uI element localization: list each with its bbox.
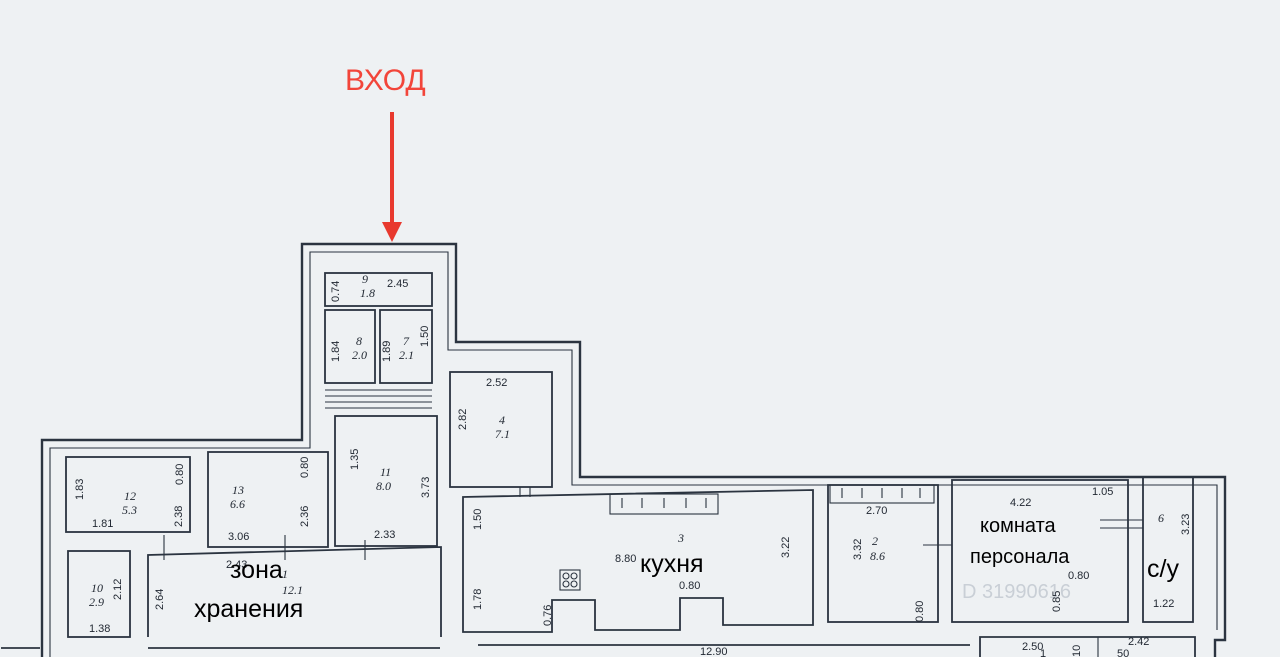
dim-label: 4.22 [1010, 497, 1031, 509]
room-12-area: 5.3 [122, 503, 137, 517]
staff-room-label-line2: персонала [970, 546, 1070, 568]
dim-label: 1.50 [419, 326, 431, 347]
dim-label: 12.90 [700, 646, 728, 657]
room-9-outline [324, 272, 433, 307]
dim-label: 3.73 [420, 477, 432, 498]
room-1-outline [147, 546, 442, 637]
room-12-number: 12 [124, 489, 136, 503]
room-2-number: 2 [872, 534, 878, 548]
dim-label: 2.52 [486, 377, 507, 389]
room-8-outline [324, 309, 376, 384]
entry-label: ВХОД [345, 64, 426, 97]
radiator-room-2 [829, 484, 935, 504]
watermark: D 31990616 [962, 581, 1071, 603]
dim-label: 2.50 [1022, 641, 1043, 653]
room-9-area: 1.8 [360, 286, 375, 300]
dim-label: 0.80 [914, 601, 926, 622]
room-13-number: 13 [232, 483, 244, 497]
dim-label: 2.45 [387, 278, 408, 290]
dim-label: 2.43 [226, 559, 247, 571]
dim-label: 1.35 [349, 449, 361, 470]
outer-wall [40, 242, 1227, 657]
room-1-area: 12.1 [282, 583, 303, 597]
stove-burner [562, 572, 570, 580]
dim-label: 0.80 [1068, 570, 1089, 582]
room-9-number: 9 [362, 272, 368, 286]
wc-label: с/у [1147, 555, 1179, 583]
dim-label: 1 [1040, 648, 1046, 657]
room-13-area: 6.6 [230, 497, 245, 511]
bottom-room-outline [979, 636, 1196, 657]
room-11-area: 8.0 [376, 479, 391, 493]
room-12-outline [65, 456, 191, 533]
dim-label: 0.76 [542, 605, 554, 626]
dim-label: 1.22 [1153, 598, 1174, 610]
staff-room-label-line1: комната [980, 515, 1057, 537]
dim-label: 0.80 [174, 464, 186, 485]
room-2-area: 8.6 [870, 549, 885, 563]
room-4-area: 7.1 [495, 427, 510, 441]
kitchen-label: кухня [640, 550, 704, 578]
dim-label: 2.33 [374, 529, 395, 541]
room-6-number: 6 [1158, 511, 1164, 525]
dim-label: 2.64 [154, 589, 166, 610]
dim-label: 10 [1071, 645, 1083, 657]
dim-label: 1.89 [381, 341, 393, 362]
radiator-kitchen [609, 493, 719, 515]
dim-label: 1.05 [1092, 486, 1113, 498]
wc-outline [1142, 476, 1194, 623]
dim-label: 8.80 [615, 553, 636, 565]
stove-burner [562, 580, 570, 588]
dim-label: 1.78 [472, 589, 484, 610]
room-10-area: 2.9 [89, 595, 104, 609]
entry-arrow-head [382, 222, 402, 242]
room-7-outline [379, 309, 433, 384]
room-4-number: 4 [499, 413, 505, 427]
room-11-number: 11 [380, 465, 391, 479]
dim-label: 0.74 [330, 281, 342, 302]
staff-room-outline [951, 479, 1129, 623]
room-7-area: 2.1 [399, 348, 414, 362]
dim-label: 1.50 [472, 509, 484, 530]
dim-label: 0.80 [299, 457, 311, 478]
dim-label: 0.85 [1051, 591, 1063, 612]
dim-label: 3.22 [780, 537, 792, 558]
room-11-outline [334, 415, 438, 547]
dim-label: 1.38 [89, 623, 110, 635]
room-10-number: 10 [91, 581, 103, 595]
room-3-number: 3 [677, 531, 684, 545]
stove-burner [570, 572, 578, 580]
stove-burner [570, 580, 578, 588]
room-10-outline [67, 550, 131, 638]
dim-label: 2.70 [866, 505, 887, 517]
dim-label: 3.23 [1180, 514, 1192, 535]
room-8-area: 2.0 [352, 348, 367, 362]
dim-label: 2.42 [1128, 636, 1149, 648]
room-8-number: 8 [356, 334, 362, 348]
dim-label: 2.82 [457, 409, 469, 430]
dim-label: 50 [1117, 648, 1129, 657]
dim-label: 2.38 [173, 506, 185, 527]
dim-label: 3.06 [228, 531, 249, 543]
dim-label: 2.36 [299, 506, 311, 527]
dim-label: 1.84 [330, 341, 342, 362]
dim-label: 1.83 [74, 479, 86, 500]
dim-label: 3.32 [852, 539, 864, 560]
storage-label-line2: хранения [194, 595, 303, 623]
dim-label: 2.12 [112, 579, 124, 600]
dim-label: 0.80 [679, 580, 700, 592]
stove-symbol [559, 569, 581, 591]
dim-label: 1.81 [92, 518, 113, 530]
room-3-outline [462, 489, 814, 633]
room-7-number: 7 [403, 334, 410, 348]
room-1-number: 1 [282, 567, 288, 581]
room-13-outline [207, 451, 329, 548]
storage-label-line1: зона [230, 556, 283, 584]
room-4-outline [449, 371, 553, 488]
